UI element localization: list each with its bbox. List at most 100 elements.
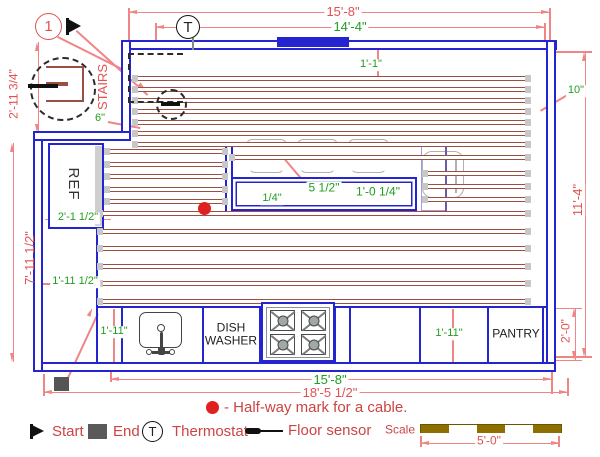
witness-line [549,8,551,42]
witness-line [155,23,157,42]
scale-bar [420,424,562,433]
arrow-icon [10,143,14,152]
dim-right-full: 11'-4" [570,183,586,217]
arrow-icon [10,353,14,362]
arrow-icon [86,307,95,317]
legend-thermostat-icon: T [142,421,163,442]
stairs-label: STAIRS [95,64,111,110]
dim-stairs-cable-offset: 6" [92,112,108,125]
heating-cable [97,280,531,287]
scale-label: Scale [384,422,416,437]
arrow-icon [543,376,552,381]
legend-halfway-note: - Half-way mark for a cable. [224,399,408,417]
witness-line [110,372,112,382]
dim-line-right-full [584,52,586,357]
witness-line [551,372,553,394]
burner-center [277,315,288,326]
dim-line-left-lower [12,143,14,362]
cabinet-divider [419,308,421,364]
legend-floor-sensor-label: Floor sensor [288,422,372,440]
scale-bar-segment [477,425,505,433]
detail-boundary-rect [128,53,183,103]
dim-left-cabinet-width: 1'-11 1/2" [50,275,100,288]
stove-burner [270,310,295,331]
witness-line [556,356,592,358]
dim-top-inner: 14'-4" [331,19,369,35]
legend-start-label: Start [52,423,84,441]
heating-cable [132,130,531,137]
arrow-icon [420,440,429,445]
dim-counter-depth-left: 1'-11" [98,325,130,338]
thermostat-symbol-circle: T [176,15,200,39]
arrow-icon [128,9,137,14]
arrow-icon [559,389,568,394]
window [277,37,349,47]
dim-counter-depth-right: 1'-11" [433,327,465,340]
pantry-label: PANTRY [492,326,540,341]
refrigerator-label: REF [64,167,82,201]
legend-halfway-dot [206,401,219,414]
witness-line [548,359,582,361]
witness-line [43,374,45,396]
legend-end-label: End [113,423,140,441]
heating-cable [132,119,531,126]
legend-end-icon [88,424,107,439]
heating-cable [132,86,531,93]
witness-line [567,378,569,396]
heating-cable [104,185,228,193]
legend-thermostat-label: Thermostat [172,423,248,441]
heating-cable [104,160,228,168]
halfway-mark-dot [198,202,211,215]
stove-burner [301,334,326,355]
dim-line-right-pantry [574,308,576,360]
dim-left-lower: 7'-11 1/2" [22,231,38,285]
scale-bar-segment [421,425,449,433]
burner-center [277,339,288,350]
cable-start-mark [28,84,58,88]
counter-left-edge [96,306,98,364]
wall-stairs-horizontal [33,131,131,141]
cabinet-divider [349,308,351,364]
arrow-icon [43,389,52,394]
legend-thermostat-letter: T [148,424,157,439]
dim-island-corner-gap: 1/4" [260,192,284,205]
heating-cable [104,198,228,205]
witness-line [544,23,546,42]
arrow-icon [35,42,39,51]
dim-bottom-inner: 15'-8" [311,372,349,388]
dim-top-outer: 15'-8" [324,4,362,20]
legend-start-flag-bar [30,424,33,439]
wall-bottom [33,362,556,372]
witness-line [548,307,582,309]
heating-cable [132,97,531,104]
arrow-icon [541,9,550,14]
heating-cable [97,262,531,270]
sink-handle [146,349,152,355]
heating-cable [104,173,228,180]
left-cabinet-edge [96,228,98,308]
sink-spout-base [158,347,165,355]
witness-line [558,436,560,447]
heating-cable [229,154,531,161]
arrow-icon [582,348,586,357]
heating-cable [132,108,531,115]
refrigerator-shade [95,146,102,226]
dim-bottom-outer: 18'-5 1/2" [300,385,360,401]
sink-faucet-head [157,324,165,332]
scale-bar-segment [449,425,477,433]
sink-faucet-stem [160,332,163,350]
dim-island-side: 1'-0 1/4" [354,184,402,199]
detail-callout-circle: 1 [35,13,62,40]
witness-line [128,8,130,42]
stairs-cable-detail-middle [46,82,68,86]
heating-cable [422,183,531,190]
dim-left-upper: 2'-11 3/4" [6,69,21,119]
heating-cable [132,141,531,148]
witness-line [420,436,422,447]
cable-start-circle [156,89,187,120]
legend-floor-sensor-line [259,430,283,432]
dim-island-gap: 5 1/2" [306,180,342,195]
heating-cable [422,196,531,203]
burner-center [308,315,319,326]
